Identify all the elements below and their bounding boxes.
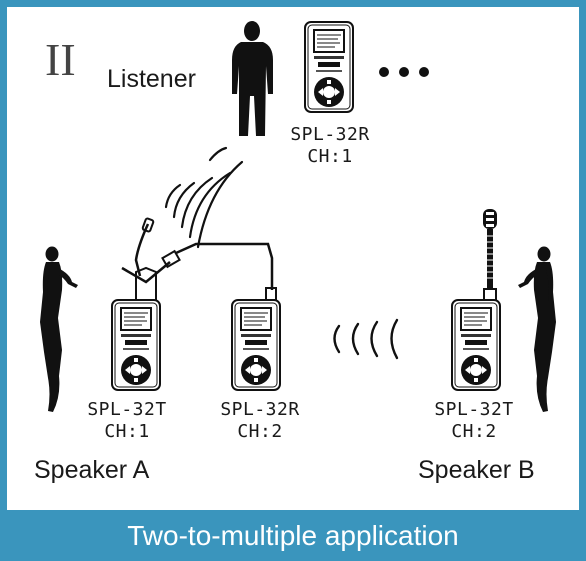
signal-waves-up-icon	[164, 146, 244, 249]
section-numeral: II	[45, 34, 76, 85]
speaker-a-transmitter-device-icon	[111, 299, 161, 391]
speaker-b-transmitter-device-icon	[451, 299, 501, 391]
listener-device-model: SPL-32R	[290, 124, 370, 145]
speaker-b-label: Speaker B	[418, 456, 535, 484]
speaker-a-label: Speaker A	[34, 456, 150, 484]
speaker-a-person-icon	[40, 246, 78, 412]
listener-person-icon	[232, 21, 273, 136]
listener-device-channel: CH:1	[307, 146, 353, 167]
speaker-a-device-channel: CH:1	[104, 421, 150, 442]
diagram-illustration	[40, 21, 556, 412]
speaker-b-device-channel: CH:2	[451, 421, 497, 442]
receiver-2-device-model: SPL-32R	[220, 399, 300, 420]
diagram-panel: II Listener SPL-32R CH:1 SPL-32T CH:1 SP…	[7, 7, 579, 510]
receiver-2-device-icon	[231, 299, 281, 391]
listener-label: Listener	[107, 65, 196, 93]
signal-waves-horizontal-icon	[333, 318, 399, 360]
speaker-a-device-model: SPL-32T	[87, 399, 167, 420]
speaker-b-person-icon	[518, 246, 556, 412]
speaker-b-device-model: SPL-32T	[434, 399, 514, 420]
footer-caption: Two-to-multiple application	[127, 519, 459, 551]
ellipsis-icon	[379, 67, 429, 77]
microphone-cable-icon	[121, 217, 277, 301]
receiver-2-device-channel: CH:2	[237, 421, 283, 442]
listener-receiver-device-icon	[304, 21, 354, 113]
gooseneck-microphone-icon	[483, 209, 497, 302]
